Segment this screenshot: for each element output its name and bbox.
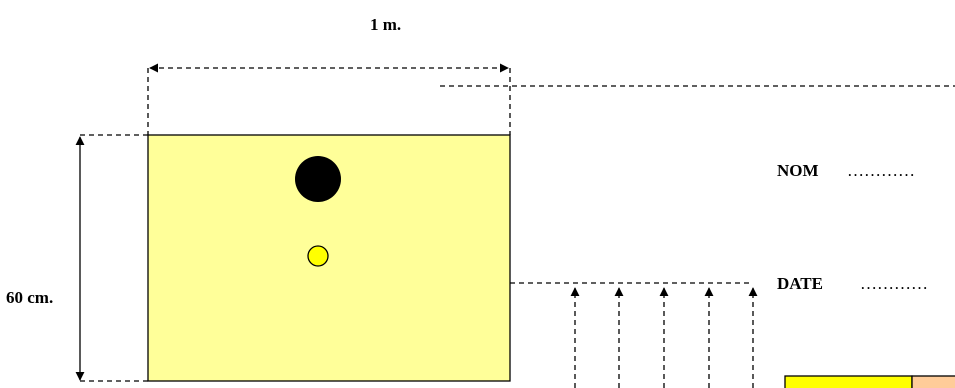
color-box-yellow <box>784 375 913 388</box>
nom-label: NOM <box>777 161 819 180</box>
date-label: DATE <box>777 274 823 293</box>
nom-dots: ………… <box>847 161 915 180</box>
date-dots: ………… <box>860 274 928 293</box>
height-label: 60 cm. <box>6 288 53 307</box>
width-label: 1 m. <box>370 15 401 34</box>
color-box-peach <box>911 375 955 388</box>
ring-circle-icon <box>307 245 329 267</box>
filled-circle-icon <box>295 156 341 202</box>
